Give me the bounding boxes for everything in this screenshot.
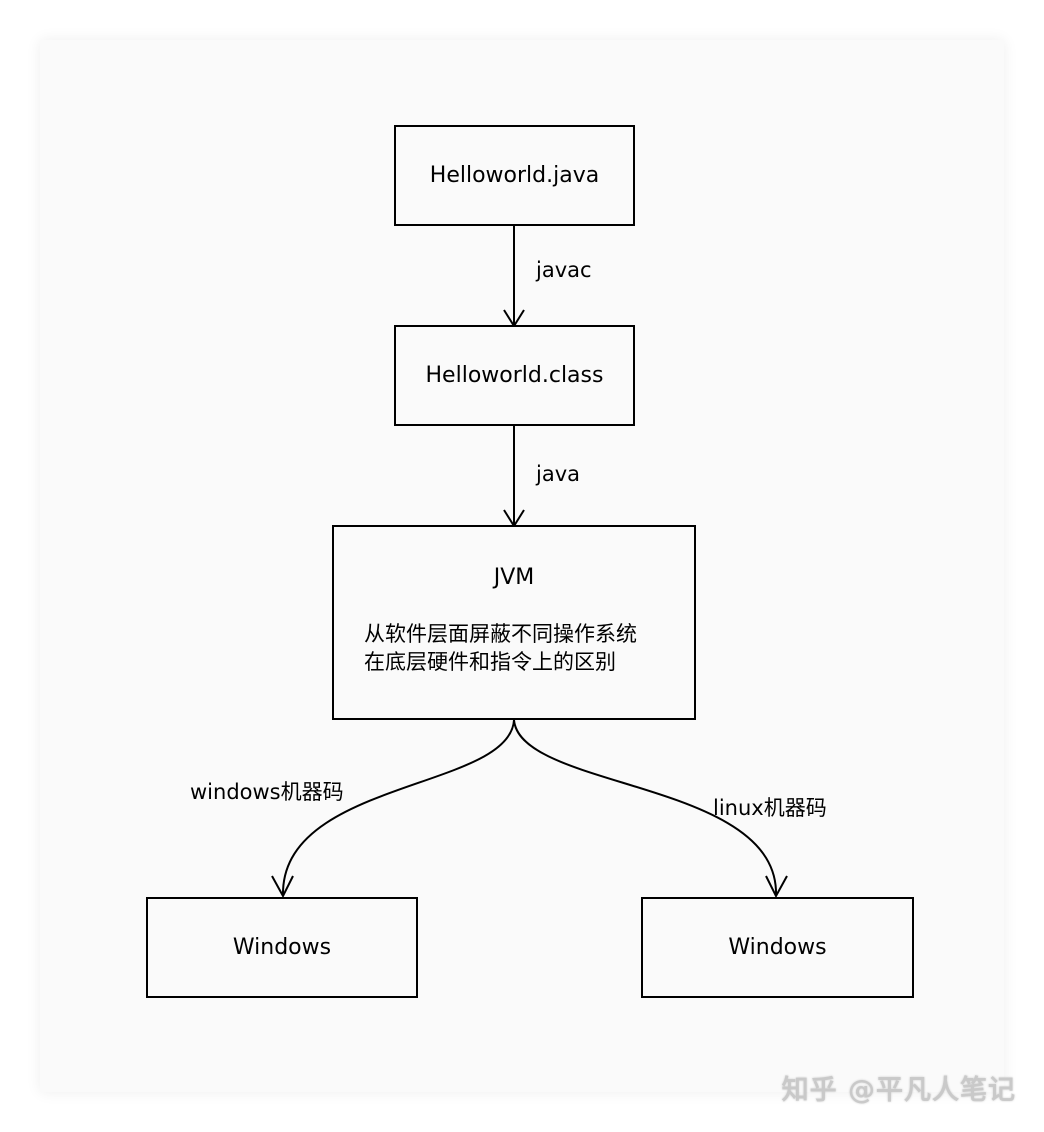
jvm-description: 从软件层面屏蔽不同操作系统 在底层硬件和指令上的区别 [334,620,637,676]
arrowhead-linux [765,875,788,899]
jvm-title: JVM [493,565,535,590]
source-file-label: Helloworld.java [429,163,600,188]
windows-node-left: Windows [146,897,418,998]
edge-linux [513,719,778,897]
source-file-node: Helloworld.java [394,125,635,226]
jvm-node: JVM 从软件层面屏蔽不同操作系统 在底层硬件和指令上的区别 [332,525,696,720]
jvm-desc-line-1: 从软件层面屏蔽不同操作系统 [364,622,637,646]
edge-label-java: java [536,462,580,486]
edge-label-windows: windows机器码 [190,780,344,804]
windows-left-label: Windows [232,935,332,960]
watermark: 知乎 @平凡人笔记 [781,1075,1016,1106]
edge-windows [281,719,515,897]
edge-label-javac: javac [536,258,592,282]
arrowhead-windows [271,875,294,899]
jvm-desc-line-2: 在底层硬件和指令上的区别 [364,650,616,674]
class-file-label: Helloworld.class [425,363,604,388]
class-file-node: Helloworld.class [394,325,635,426]
windows-right-label: Windows [728,935,827,960]
windows-node-right: Windows [641,897,914,998]
edge-label-linux: linux机器码 [713,796,827,820]
